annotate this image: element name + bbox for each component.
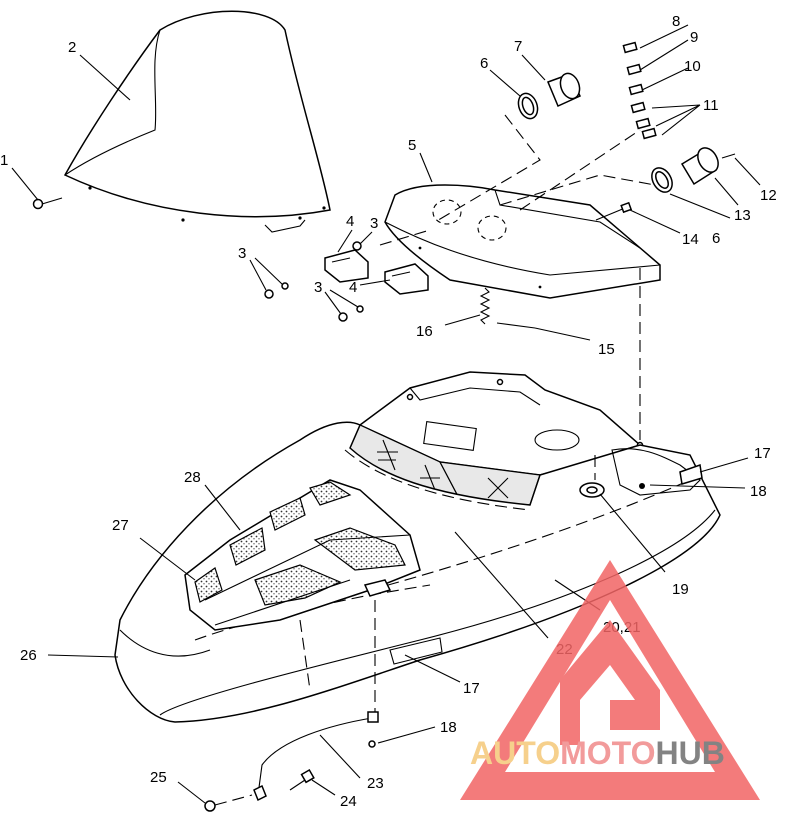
callout-6: 6 <box>480 55 488 72</box>
gauge-ring <box>517 92 673 193</box>
rivet-lower <box>368 740 376 748</box>
callout-7: 7 <box>514 38 522 55</box>
callout-3: 3 <box>238 245 246 262</box>
callout-11: 11 <box>703 97 719 114</box>
grommet <box>579 482 605 498</box>
gauge <box>547 72 581 108</box>
callout-24: 24 <box>340 793 357 810</box>
callout-4: 4 <box>346 213 354 230</box>
callout-25: 25 <box>150 769 167 786</box>
callout-28: 28 <box>184 469 201 486</box>
gauge-13 <box>680 147 719 186</box>
watermark-logo: AUTOMOTOHUB <box>460 560 760 800</box>
watermark-moto: MOTO <box>560 735 655 771</box>
callout-1: 1 <box>0 152 8 169</box>
callout-3: 3 <box>370 215 378 232</box>
windshield <box>63 10 331 233</box>
spring <box>479 287 491 325</box>
watermark-text: AUTOMOTOHUB <box>470 735 725 771</box>
callout-4: 4 <box>349 279 357 296</box>
watermark-hub: HUB <box>655 735 724 771</box>
callout-19: 19 <box>672 581 689 598</box>
callout-5: 5 <box>408 137 416 154</box>
watermark-triangle <box>460 560 760 800</box>
callout-15: 15 <box>598 341 615 358</box>
callout-16: 16 <box>416 323 433 340</box>
callout-14: 14 <box>682 231 699 248</box>
console-screw <box>595 201 633 221</box>
callout-13: 13 <box>734 207 751 224</box>
tether-nut <box>204 794 253 812</box>
callout-2: 2 <box>68 39 76 56</box>
assembly-lines <box>374 114 656 712</box>
retaining-pin <box>496 322 536 329</box>
callout-9: 9 <box>690 29 698 46</box>
pin <box>721 153 736 159</box>
latch-bracket-upper <box>639 463 703 489</box>
callout-3: 3 <box>314 279 322 296</box>
vent-grilles <box>184 479 421 631</box>
callout-26: 26 <box>20 647 37 664</box>
callout-12: 12 <box>760 187 777 204</box>
callout-23: 23 <box>367 775 384 792</box>
nut-washer-set <box>264 241 364 322</box>
callout-18: 18 <box>750 483 767 500</box>
tether-cable <box>253 711 379 802</box>
indicator-clips <box>622 41 657 140</box>
callout-17: 17 <box>463 680 480 697</box>
watermark-auto: AUTO <box>470 735 560 771</box>
watermark-triangle-inner <box>560 620 660 745</box>
callout-17: 17 <box>754 445 771 462</box>
callout-10: 10 <box>684 58 701 75</box>
hood <box>114 421 721 723</box>
callout-6: 6 <box>712 230 720 247</box>
callout-8: 8 <box>672 13 680 30</box>
leader-lines <box>11 24 761 804</box>
tether-bolt <box>289 769 315 791</box>
callout-27: 27 <box>112 517 129 534</box>
windshield-bracket <box>324 249 429 295</box>
callout-18: 18 <box>440 719 457 736</box>
